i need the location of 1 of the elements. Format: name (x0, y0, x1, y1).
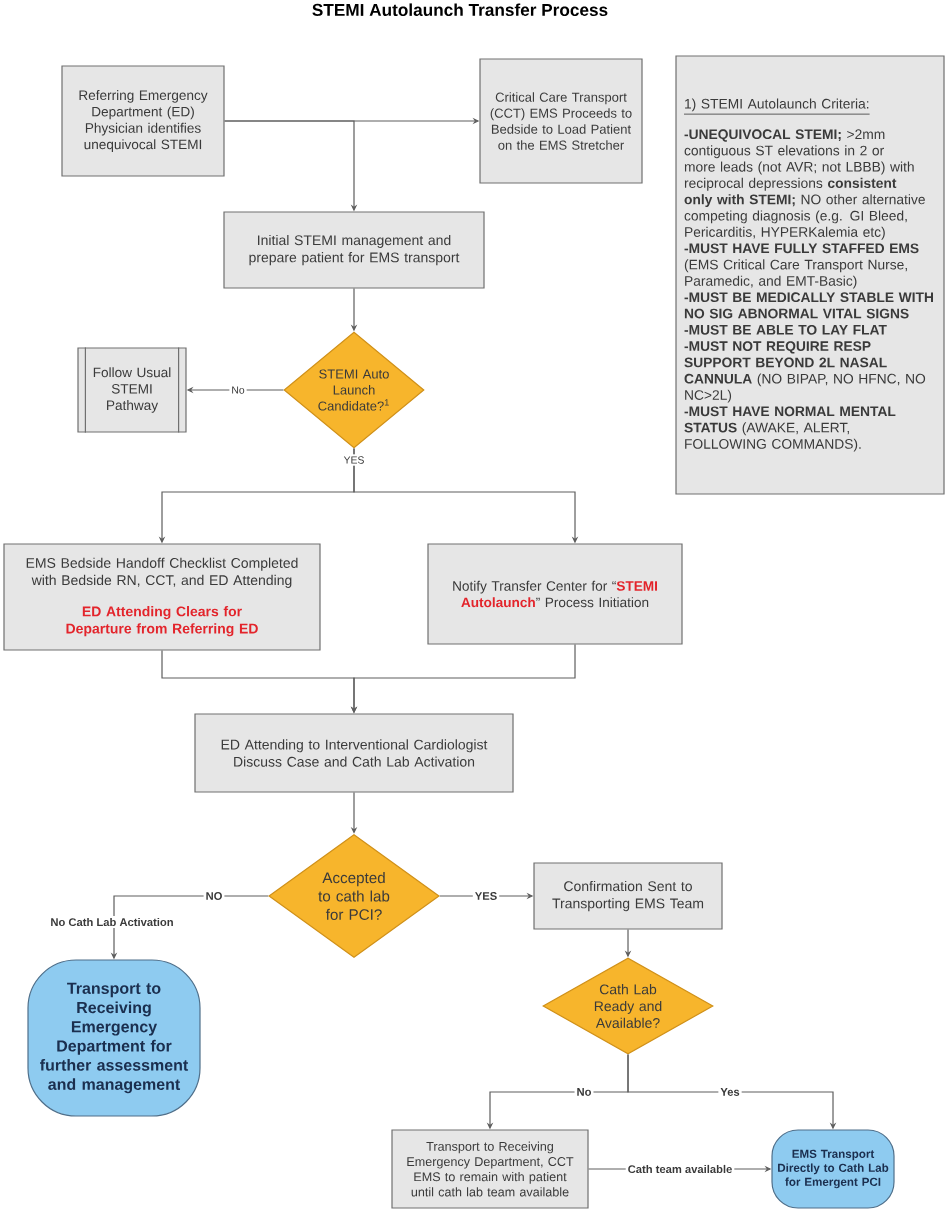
title: STEMI Autolaunch Transfer Process (312, 3, 608, 16)
